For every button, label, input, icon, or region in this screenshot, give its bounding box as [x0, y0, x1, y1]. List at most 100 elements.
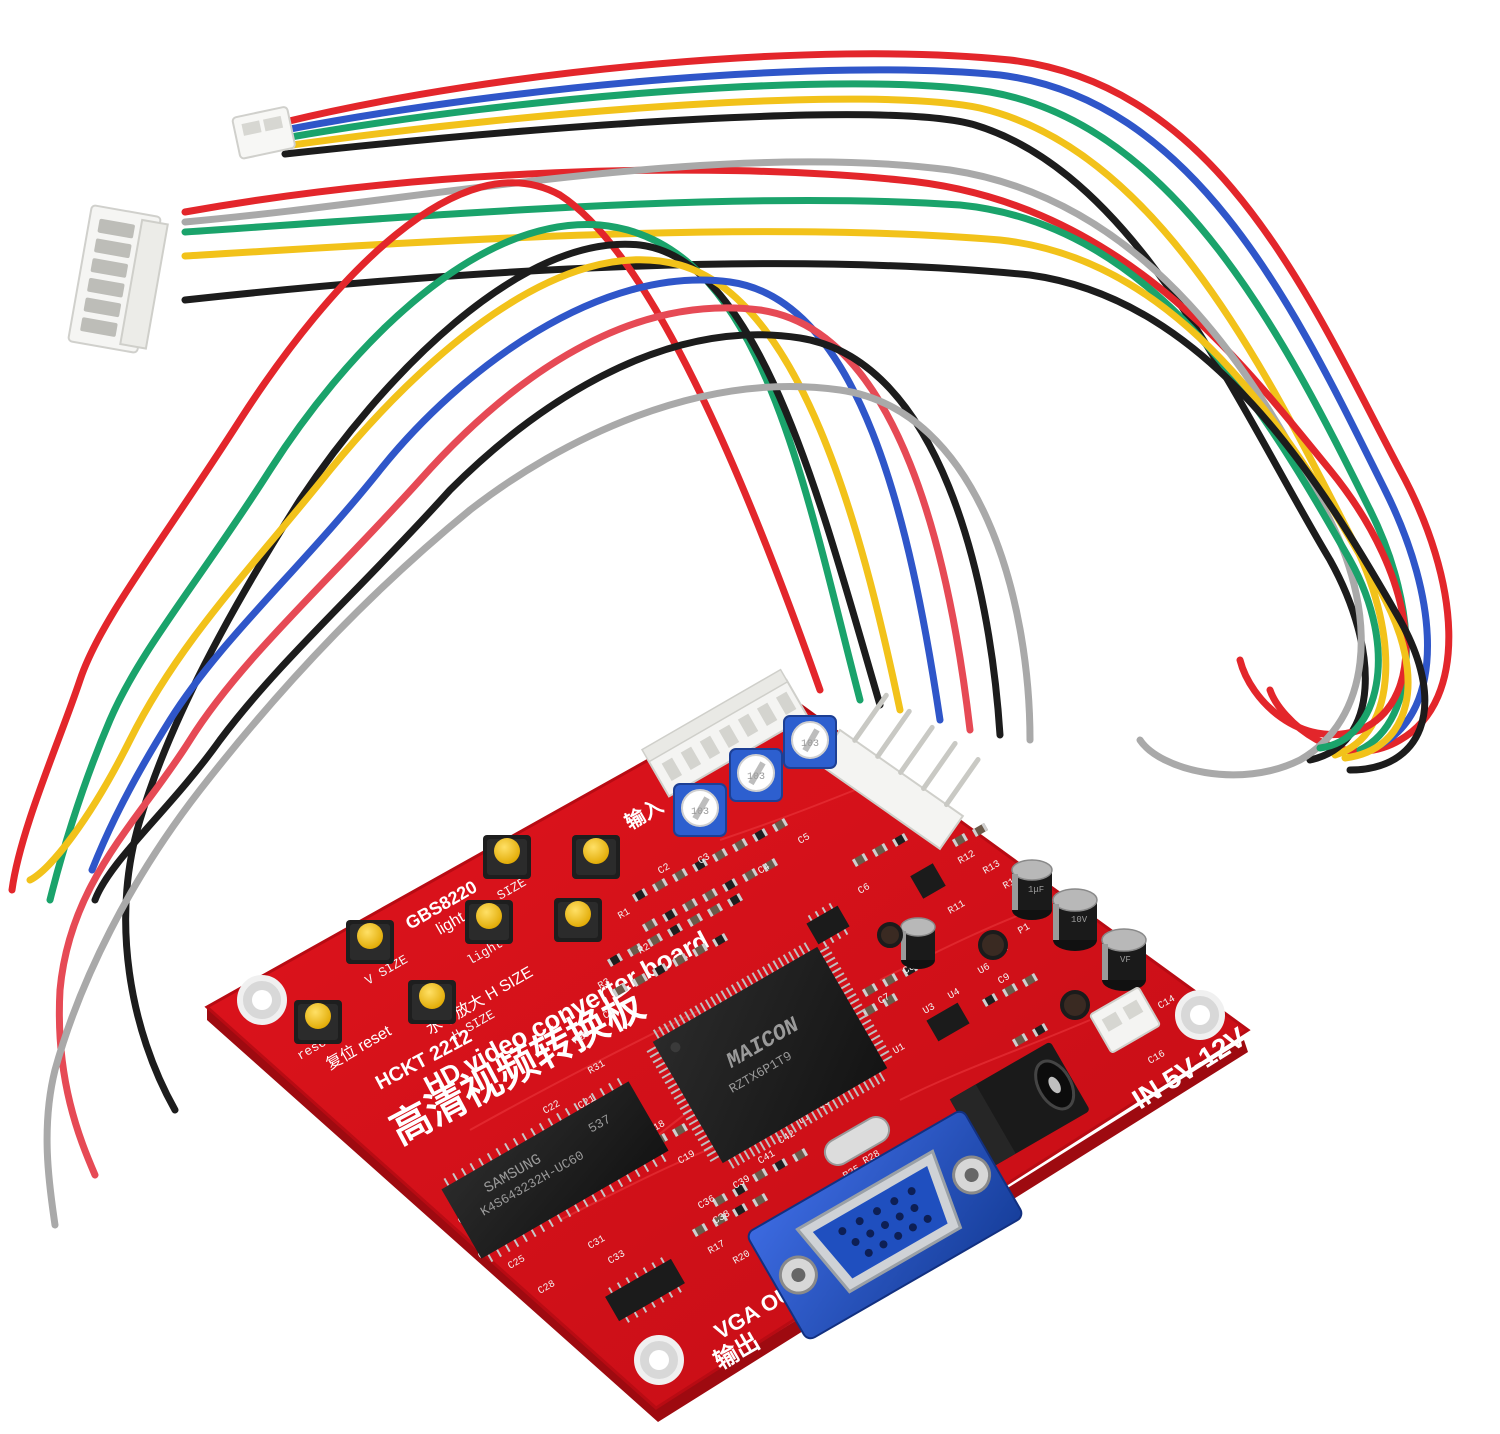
capacitor-label: 10V	[1071, 915, 1088, 925]
pot-label: 103	[691, 807, 709, 818]
smd-component	[641, 918, 659, 932]
tactile-button-k2[interactable]	[483, 835, 531, 879]
crystal-oscillator	[823, 1116, 891, 1166]
component-ref: R1	[617, 907, 633, 923]
smd-component	[611, 983, 629, 997]
wire-upper-blue	[281, 66, 1431, 749]
component-ref: C6	[857, 882, 873, 898]
regulator-chip	[926, 1002, 970, 1042]
smd-component	[666, 923, 684, 937]
smd-component	[671, 1123, 689, 1137]
soic-chip	[605, 1257, 685, 1323]
component-ref: U4	[947, 987, 963, 1003]
potentiometer[interactable]: 103	[729, 748, 783, 802]
smd-component	[631, 888, 649, 902]
electrolytic-capacitor: 1μF	[1011, 859, 1053, 920]
component-ref: R2	[637, 942, 653, 958]
component-ref: C4	[757, 862, 773, 878]
smd-component	[661, 908, 679, 922]
smd-component	[646, 933, 664, 947]
scaler-chip: MAICON RZTX6P1T9	[646, 942, 893, 1169]
smd-component	[711, 1193, 729, 1207]
capacitor-label: VF	[1120, 955, 1131, 965]
smd-component	[626, 943, 644, 957]
smd-component	[631, 973, 649, 987]
smd-component	[711, 848, 729, 862]
smd-component	[861, 983, 879, 997]
pin-header	[815, 692, 981, 851]
inductor	[1060, 990, 1090, 1020]
component-ref: U1	[892, 1042, 908, 1058]
wire-gray-lead	[43, 383, 1034, 1229]
smd-component	[691, 1223, 709, 1237]
smd-component	[1011, 1033, 1029, 1047]
smd-component	[731, 1183, 749, 1197]
tactile-button-k1[interactable]	[346, 920, 394, 964]
component-ref: C7	[877, 992, 893, 1008]
potentiometer[interactable]: 103	[783, 715, 837, 769]
capacitor-label: 1μF	[1028, 885, 1044, 895]
vga-output-connector[interactable]	[746, 1109, 1025, 1341]
component-ref: R3	[597, 977, 613, 993]
smd-component	[761, 858, 779, 872]
soic-chip	[806, 902, 850, 948]
smd-components	[461, 818, 1049, 1237]
smd-component	[881, 973, 899, 987]
tactile-button-k3[interactable]	[408, 980, 456, 1024]
pot-label: 103	[801, 739, 819, 750]
component-ref: U3	[922, 1002, 938, 1018]
smd-component	[1021, 973, 1039, 987]
smd-component	[891, 833, 909, 847]
smd-component	[691, 858, 709, 872]
electrolytic-capacitor: VF	[1101, 928, 1147, 991]
smd-component	[981, 993, 999, 1007]
tactile-button-k4[interactable]	[465, 900, 513, 944]
wire-green-1	[181, 196, 1382, 752]
electrolytic-capacitor: 10V	[1052, 888, 1098, 951]
component-ref: C1	[602, 1007, 618, 1023]
dc-power-jack	[949, 1042, 1089, 1169]
tactile-button-k5[interactable]	[294, 1000, 342, 1044]
wire-red-lead	[8, 179, 824, 894]
wire-upper-yellow	[281, 95, 1390, 759]
component-ref: C5	[797, 832, 813, 848]
tactile-button-k6[interactable]	[572, 835, 620, 879]
tactile-button-k3-alt[interactable]	[554, 898, 602, 942]
smd-component	[706, 903, 724, 917]
smd-component	[971, 823, 989, 837]
smd-component	[711, 933, 729, 947]
component-ref: P1	[1017, 922, 1033, 938]
smd-component	[731, 838, 749, 852]
wire-pink-lead	[55, 304, 974, 1179]
smd-component	[701, 888, 719, 902]
smd-component	[731, 1203, 749, 1217]
smd-component	[881, 993, 899, 1007]
inductor	[877, 922, 903, 948]
smd-component	[751, 828, 769, 842]
two-pin-connector	[231, 106, 296, 160]
regulator-chip	[910, 863, 946, 899]
memory-chip: SAMSUNG K4S643232H-UC60 537	[441, 1077, 669, 1263]
smd-component	[1031, 1023, 1049, 1037]
wire-blue-lead	[88, 276, 944, 874]
electrolytic-capacitor	[900, 917, 936, 969]
potentiometers: 103 103 103	[673, 715, 837, 837]
smd-component	[751, 1168, 769, 1182]
smd-component	[651, 878, 669, 892]
smd-component	[721, 878, 739, 892]
inductor	[978, 930, 1008, 960]
smd-component	[951, 833, 969, 847]
wire-yellow-lead	[26, 256, 904, 884]
component-ref: U6	[977, 962, 993, 978]
six-pin-connector	[67, 204, 169, 354]
component-ref: C2	[657, 862, 673, 878]
potentiometer[interactable]: 103	[673, 783, 727, 837]
smd-component	[681, 898, 699, 912]
wire-green-lead	[46, 221, 864, 904]
smd-component	[726, 893, 744, 907]
tactile-buttons	[294, 835, 620, 1044]
pcb-board: 高清视频转换板 HD video converter board HCKT 22…	[204, 668, 1252, 1422]
electrolytic-capacitors: 1μF 10V VF	[900, 859, 1147, 991]
smd-component	[741, 868, 759, 882]
